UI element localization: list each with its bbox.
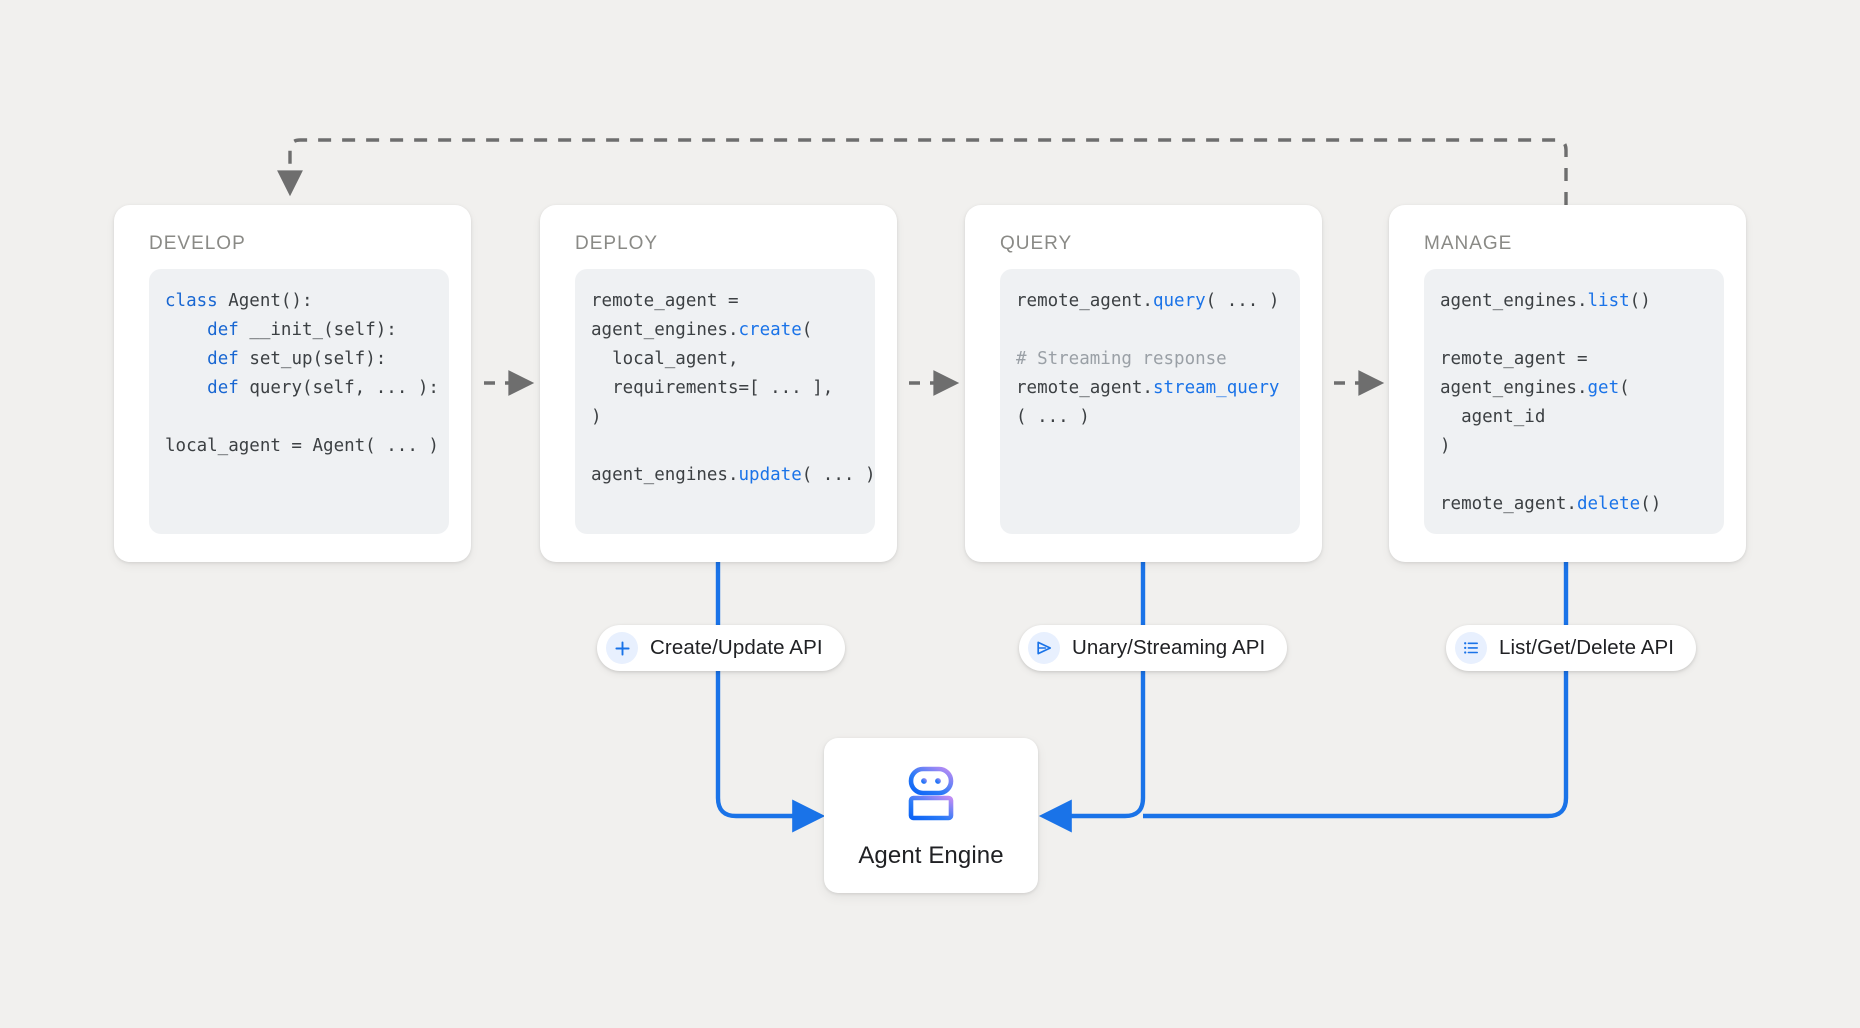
api-pill-list-get-delete[interactable]: List/Get/Delete API [1446, 625, 1697, 671]
api-pill-create-update[interactable]: Create/Update API [597, 625, 845, 671]
api-pill-unary-streaming[interactable]: Unary/Streaming API [1019, 625, 1288, 671]
api-pill-label: List/Get/Delete API [1499, 636, 1675, 659]
robot-icon [900, 765, 962, 828]
code-block: agent_engines.list() remote_agent = agen… [1424, 269, 1724, 534]
stage-card-develop[interactable]: DEVELOP class Agent(): def __init_(self)… [114, 205, 471, 562]
stage-title: DEPLOY [575, 233, 659, 254]
stage-title: DEVELOP [149, 233, 246, 254]
code-block: class Agent(): def __init_(self): def se… [149, 269, 449, 534]
api-flow-connectors [715, 562, 1569, 833]
agent-engine-label: Agent Engine [858, 842, 1004, 869]
api-pill-label: Unary/Streaming API [1072, 636, 1266, 659]
agent-engine-node[interactable]: Agent Engine [824, 738, 1038, 893]
stage-card-manage[interactable]: MANAGE agent_engines.list() remote_agent… [1389, 205, 1746, 562]
stage-title: MANAGE [1424, 233, 1513, 254]
plus-icon [606, 632, 638, 664]
stage-card-deploy[interactable]: DEPLOY remote_agent = agent_engines.crea… [540, 205, 897, 562]
feedback-loop-connector [277, 138, 1568, 205]
stage-card-query[interactable]: QUERY remote_agent.query( ... ) # Stream… [965, 205, 1322, 562]
api-pill-label: Create/Update API [650, 636, 823, 659]
send-triangle-icon [1028, 632, 1060, 664]
stage-title: QUERY [1000, 233, 1073, 254]
list-icon [1455, 632, 1487, 664]
code-block: remote_agent.query( ... ) # Streaming re… [1000, 269, 1300, 534]
code-block: remote_agent = agent_engines.create( loc… [575, 269, 876, 534]
